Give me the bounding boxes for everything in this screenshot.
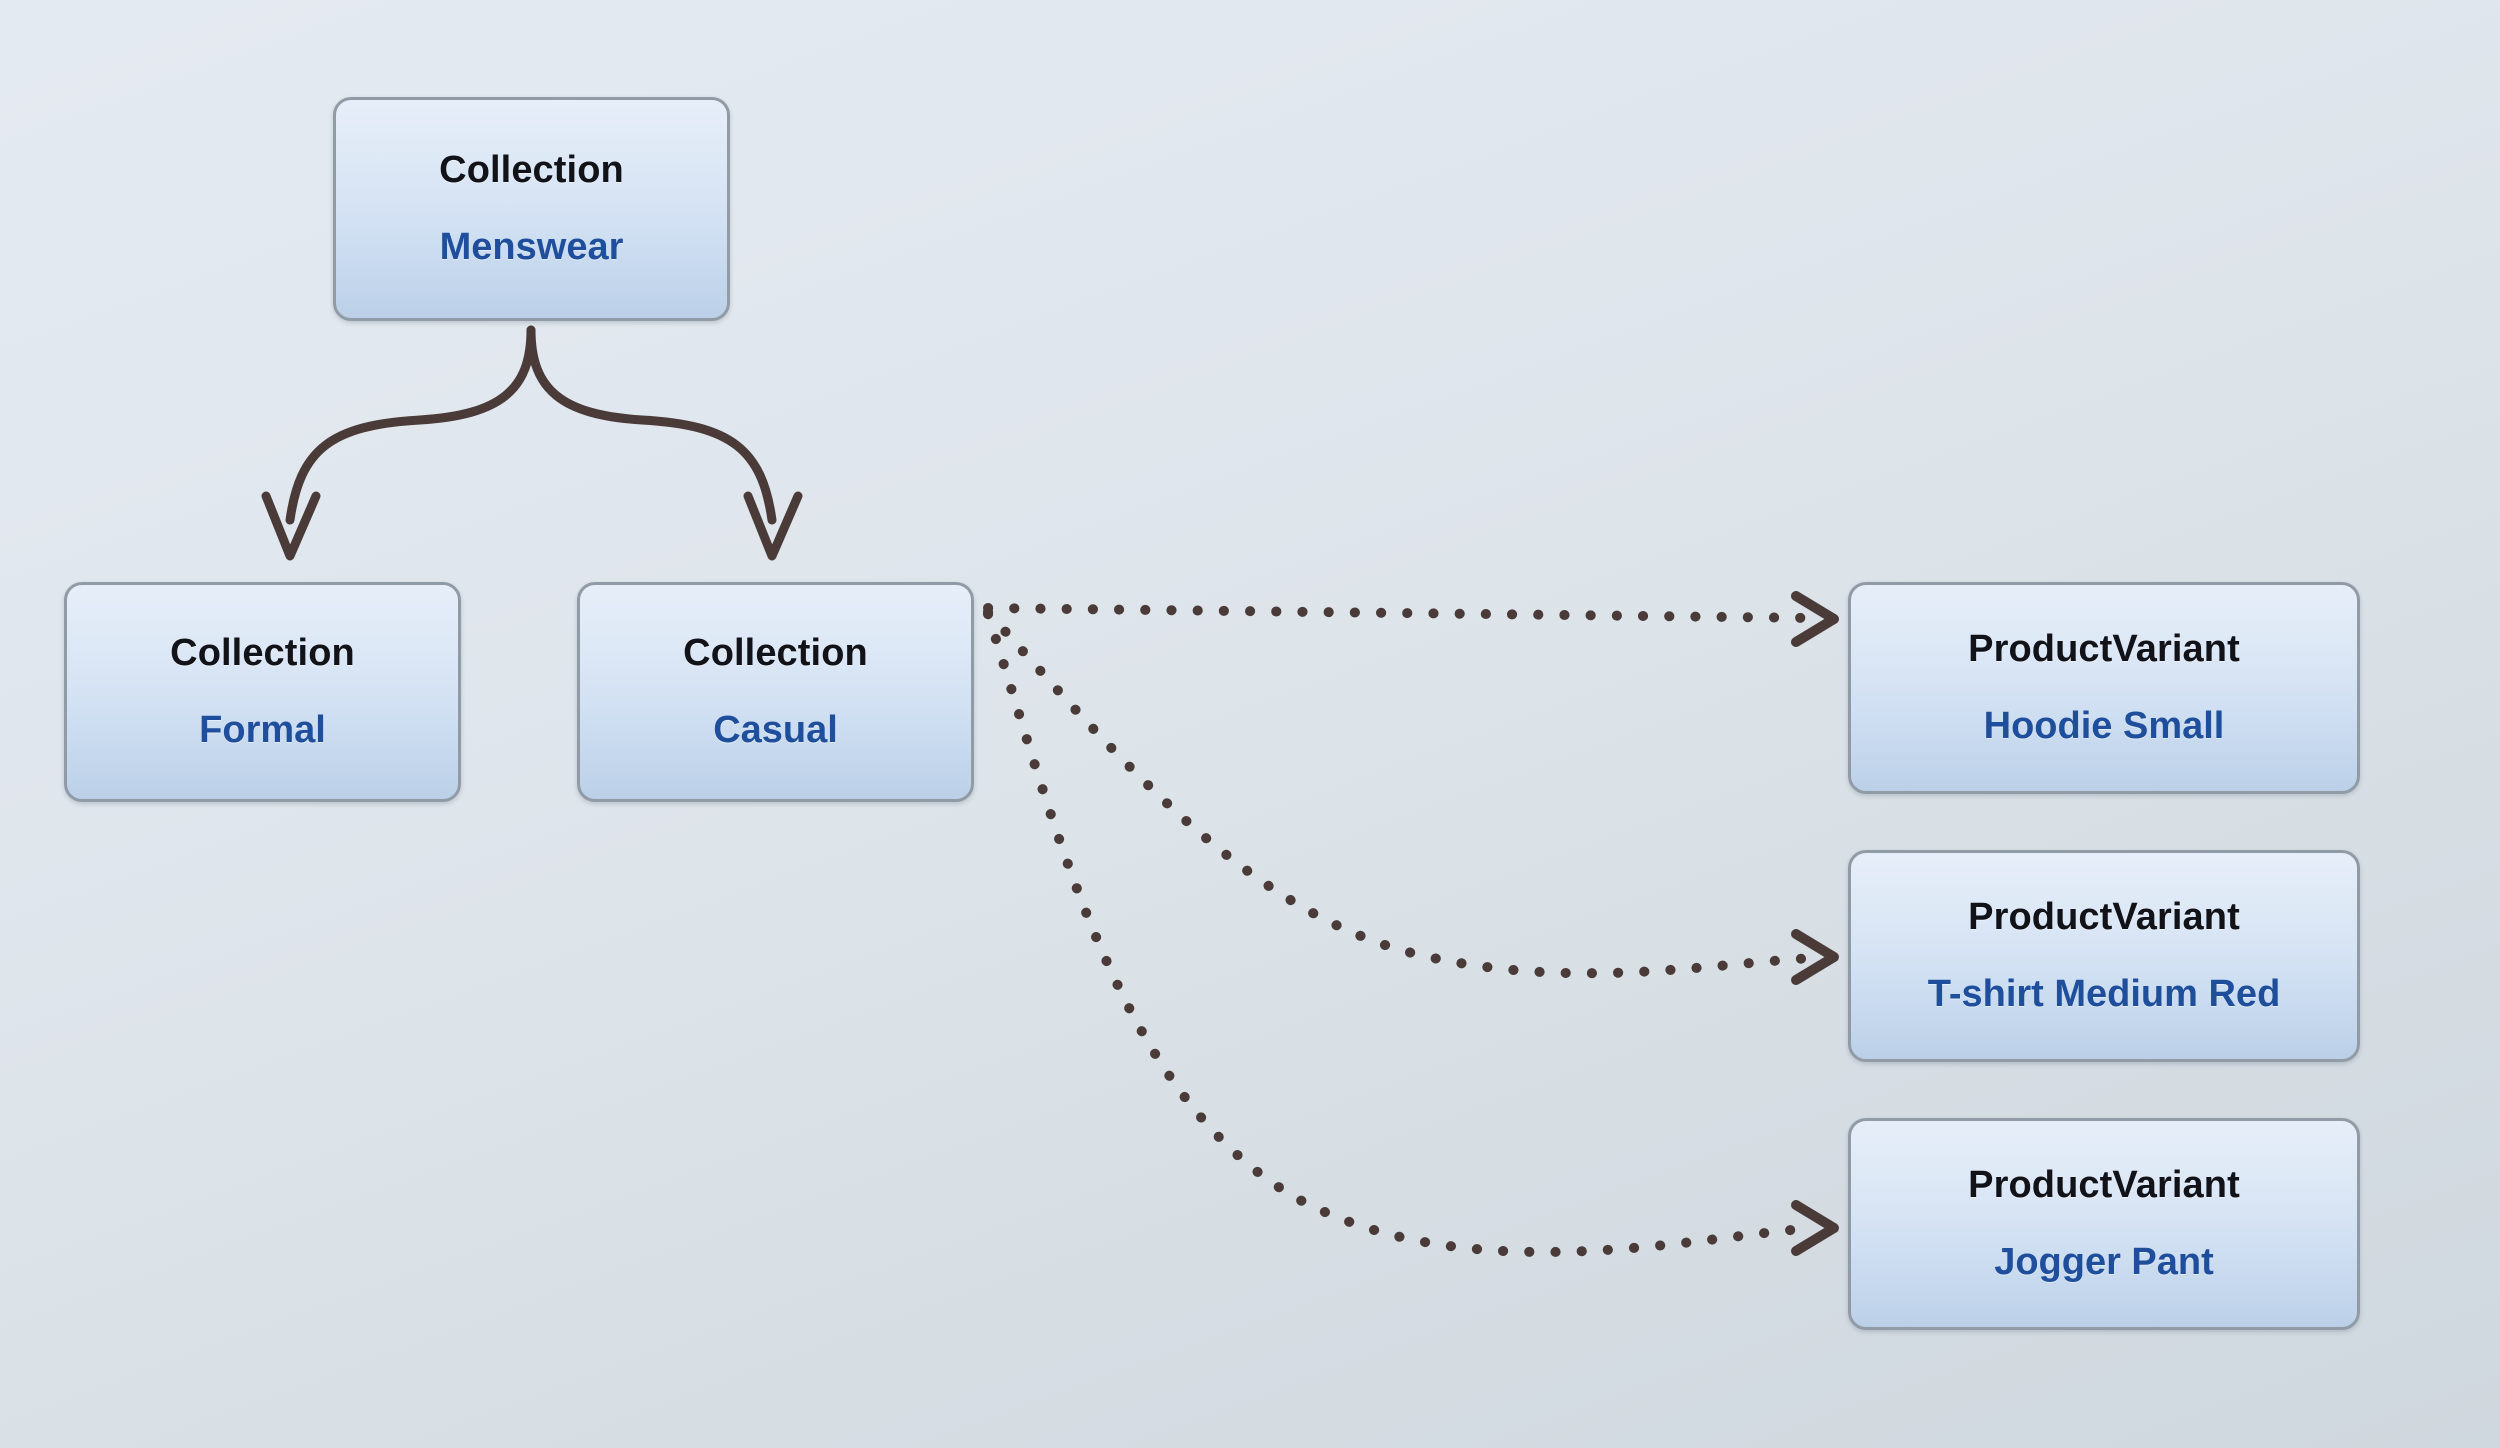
node-type-label: ProductVariant xyxy=(1968,896,2240,938)
node-type-label: Collection xyxy=(683,632,868,674)
node-value-label: Menswear xyxy=(439,226,624,268)
edge-menswear-to-casual-arrowhead xyxy=(743,491,803,561)
node-value-label: Formal xyxy=(199,709,326,751)
node-productvariant-tshirt-medium-red[interactable]: ProductVariant T-shirt Medium Red xyxy=(1848,850,2360,1062)
edge-casual-to-jogger-pant-arrowhead xyxy=(1791,1200,1839,1256)
node-type-label: Collection xyxy=(170,632,355,674)
edge-casual-to-hoodie-small xyxy=(983,603,1817,623)
node-productvariant-jogger-pant[interactable]: ProductVariant Jogger Pant xyxy=(1848,1118,2360,1330)
edge-casual-to-tshirt-medium-red xyxy=(983,607,1817,979)
edge-menswear-to-formal xyxy=(285,325,536,525)
node-productvariant-hoodie-small[interactable]: ProductVariant Hoodie Small xyxy=(1848,582,2360,794)
edge-menswear-to-formal-arrowhead xyxy=(261,491,321,561)
node-type-label: Collection xyxy=(439,149,624,191)
node-value-label: Hoodie Small xyxy=(1983,705,2225,747)
node-type-label: ProductVariant xyxy=(1968,1164,2240,1206)
node-collection-casual[interactable]: Collection Casual xyxy=(577,582,974,802)
edge-casual-to-tshirt-medium-red-arrowhead xyxy=(1791,929,1839,985)
node-type-label: ProductVariant xyxy=(1968,628,2240,670)
node-value-label: Jogger Pant xyxy=(1994,1241,2214,1283)
node-value-label: T-shirt Medium Red xyxy=(1927,973,2281,1015)
node-collection-formal[interactable]: Collection Formal xyxy=(64,582,461,802)
node-collection-menswear[interactable]: Collection Menswear xyxy=(333,97,730,321)
edge-menswear-to-casual xyxy=(526,325,777,525)
edge-casual-to-jogger-pant xyxy=(983,609,1817,1257)
node-value-label: Casual xyxy=(713,709,838,751)
edge-casual-to-hoodie-small-arrowhead xyxy=(1791,591,1839,647)
